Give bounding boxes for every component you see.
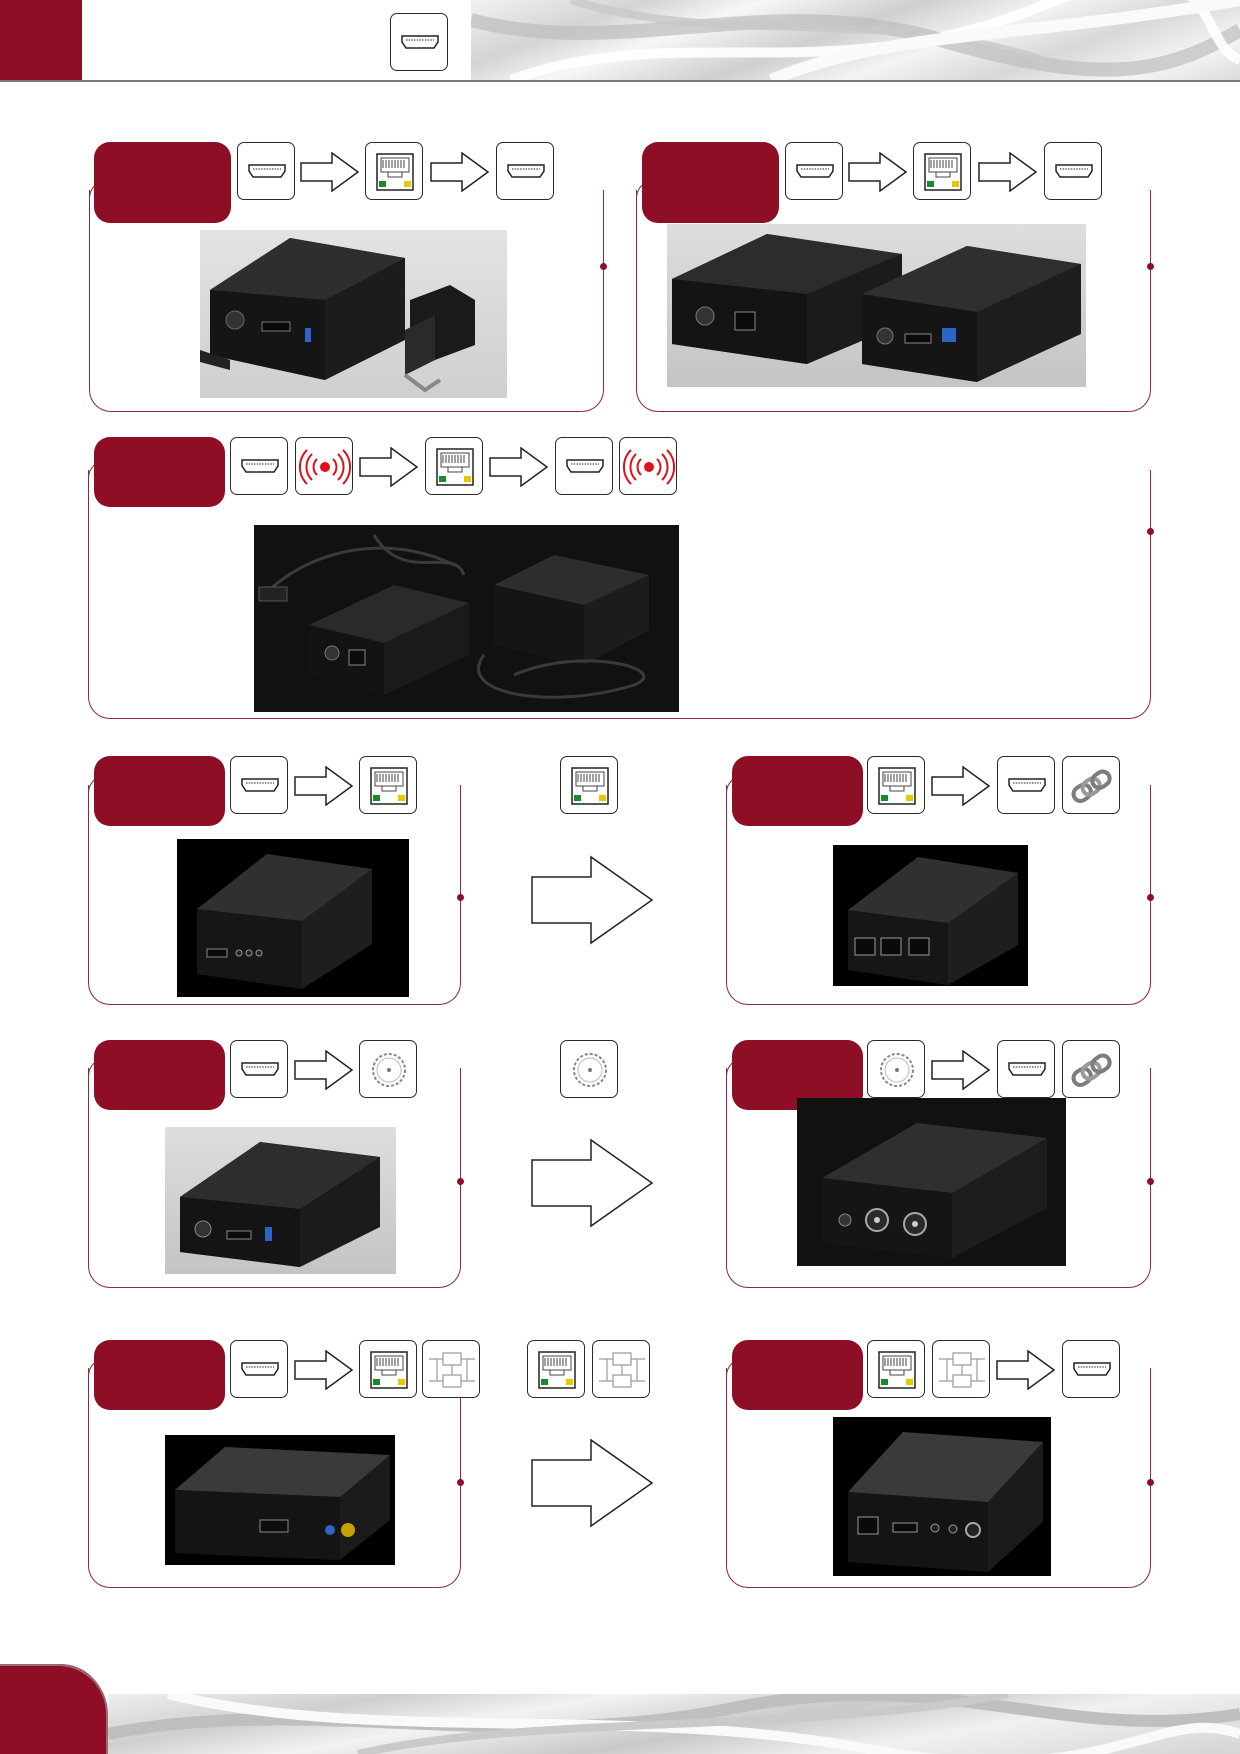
arrow-right-icon (300, 152, 360, 192)
hdmi-port-icon (230, 756, 288, 814)
hdmi-port-icon (997, 1040, 1055, 1098)
rj45-port-icon (867, 756, 925, 814)
bnc-coax-icon (560, 1040, 618, 1098)
product-card-tab (94, 437, 225, 507)
footer-tab-outline (0, 1664, 108, 1754)
product-card-tab (94, 1040, 225, 1110)
hdmi-port-icon (997, 756, 1055, 814)
card-marker-dot (1147, 1178, 1154, 1185)
big-arrow-right-icon (531, 855, 654, 945)
network-switch-icon (592, 1340, 650, 1398)
product-photo-hdmi-cat5-extender-pair (667, 224, 1086, 387)
rj45-port-icon (425, 437, 483, 495)
product-photo-hdmi-over-ip-receiver (833, 1417, 1051, 1576)
product-card-tab (94, 1340, 225, 1410)
product-photo-hdmi-ir-extender-pair-with-cables (254, 525, 679, 712)
product-photo-hdmi-extender-transmitter-and-dongle (200, 230, 507, 398)
arrow-right-icon (430, 152, 490, 192)
card-marker-dot (1147, 263, 1154, 270)
product-photo-hdmi-coax-receiver-bnc (797, 1098, 1066, 1266)
product-photo-hdmi-over-ip-transmitter (165, 1435, 395, 1565)
hdmi-port-icon (230, 437, 288, 495)
product-card-tab (94, 756, 225, 826)
arrow-right-icon (996, 1350, 1056, 1390)
arrow-right-icon (489, 447, 549, 487)
rj45-port-icon (365, 142, 423, 200)
big-arrow-right-icon (531, 1438, 654, 1528)
header-accent-tab (0, 0, 82, 81)
card-marker-dot (600, 263, 607, 270)
card-marker-dot (1147, 1479, 1154, 1486)
header-rule (0, 80, 1240, 82)
product-card-tab (732, 756, 863, 826)
cascade-link-icon (1062, 1040, 1120, 1098)
arrow-right-icon (294, 1050, 354, 1090)
cascade-link-icon (1062, 756, 1120, 814)
network-switch-icon (932, 1340, 990, 1398)
card-marker-dot (457, 1178, 464, 1185)
card-marker-dot (457, 894, 464, 901)
ir-signal-icon (619, 437, 677, 495)
card-marker-dot (1147, 894, 1154, 901)
rj45-port-icon (527, 1340, 585, 1398)
product-photo-hdmi-coax-transmitter (165, 1127, 396, 1274)
network-switch-icon (422, 1340, 480, 1398)
header-cable-banner (471, 0, 1240, 80)
rj45-port-icon (359, 756, 417, 814)
hdmi-port-icon (1062, 1340, 1120, 1398)
arrow-right-icon (359, 447, 419, 487)
product-card-tab (642, 142, 779, 223)
bnc-coax-icon (867, 1040, 925, 1098)
hdmi-port-icon (785, 142, 843, 200)
arrow-right-icon (931, 1050, 991, 1090)
card-marker-dot (1147, 528, 1154, 535)
footer-cable-banner (108, 1694, 1240, 1754)
product-card-hdmi-ip-receiver (726, 1368, 1151, 1588)
product-card-hdmi-ir-extender-set (88, 470, 1151, 719)
rj45-port-icon (359, 1340, 417, 1398)
hdmi-port-icon (555, 437, 613, 495)
product-card-hdmi-ip-transmitter (88, 1368, 461, 1588)
arrow-right-icon (931, 766, 991, 806)
product-photo-hdmi-cat5-receiver-three-ports (833, 845, 1028, 986)
product-card-tab (732, 1340, 863, 1410)
arrow-right-icon (978, 152, 1038, 192)
hdmi-port-icon (230, 1340, 288, 1398)
product-photo-hdmi-cat5-transmitter (177, 839, 409, 997)
product-card-hdmi-usb-extender (89, 190, 604, 412)
hdmi-port-icon (496, 142, 554, 200)
hdmi-port-icon (237, 142, 295, 200)
card-marker-dot (457, 1479, 464, 1486)
ir-signal-icon (295, 437, 353, 495)
arrow-right-icon (848, 152, 908, 192)
big-arrow-right-icon (531, 1138, 654, 1228)
hdmi-port-icon (1044, 142, 1102, 200)
rj45-port-icon (867, 1340, 925, 1398)
hdmi-port-icon (230, 1040, 288, 1098)
hdmi-port-icon (390, 13, 448, 71)
bnc-coax-icon (359, 1040, 417, 1098)
arrow-right-icon (294, 1350, 354, 1390)
arrow-right-icon (294, 766, 354, 806)
rj45-port-icon (913, 142, 971, 200)
product-card-tab (94, 142, 231, 223)
product-card-hdmi-cat5-extender-set (636, 190, 1151, 412)
rj45-port-icon (560, 756, 618, 814)
